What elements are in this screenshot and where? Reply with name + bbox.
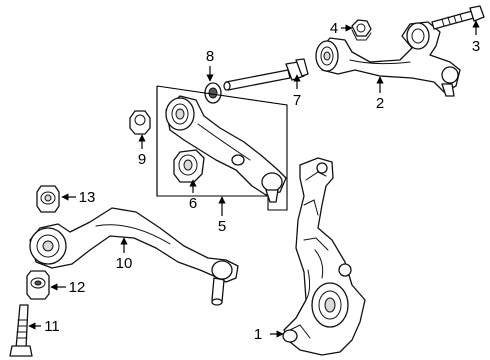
bolt-long bbox=[223, 58, 309, 91]
callout-11: 11 bbox=[44, 318, 60, 335]
callout-10: 10 bbox=[116, 255, 133, 272]
bushing-upper-left bbox=[36, 185, 60, 213]
callout-9: 9 bbox=[138, 151, 146, 168]
callout-12: 12 bbox=[69, 279, 86, 296]
callout-6: 6 bbox=[189, 195, 197, 212]
callout-7: 7 bbox=[293, 92, 301, 109]
lower-control-arm bbox=[165, 95, 287, 203]
nut-upper bbox=[351, 19, 372, 41]
callout-13: 13 bbox=[79, 189, 96, 206]
tension-strut bbox=[29, 207, 239, 306]
callout-labels: 1 2 3 4 5 6 7 8 9 10 11 12 13 bbox=[44, 20, 480, 343]
bolt-lower bbox=[9, 304, 33, 357]
callout-2: 2 bbox=[376, 95, 384, 112]
callout-8: 8 bbox=[206, 48, 214, 65]
callout-4: 4 bbox=[330, 20, 338, 37]
callout-1: 1 bbox=[254, 326, 262, 343]
leader-lines bbox=[28, 20, 480, 338]
callout-3: 3 bbox=[472, 38, 480, 55]
steering-knuckle bbox=[282, 157, 366, 356]
lower-arm-assembly-box bbox=[156, 85, 288, 211]
callout-5: 5 bbox=[218, 218, 226, 235]
nut-left bbox=[129, 110, 151, 135]
upper-control-arm bbox=[315, 21, 461, 97]
bushing-lower-arm bbox=[173, 149, 205, 183]
bolt-upper bbox=[431, 5, 485, 30]
cam-washer bbox=[26, 270, 50, 300]
